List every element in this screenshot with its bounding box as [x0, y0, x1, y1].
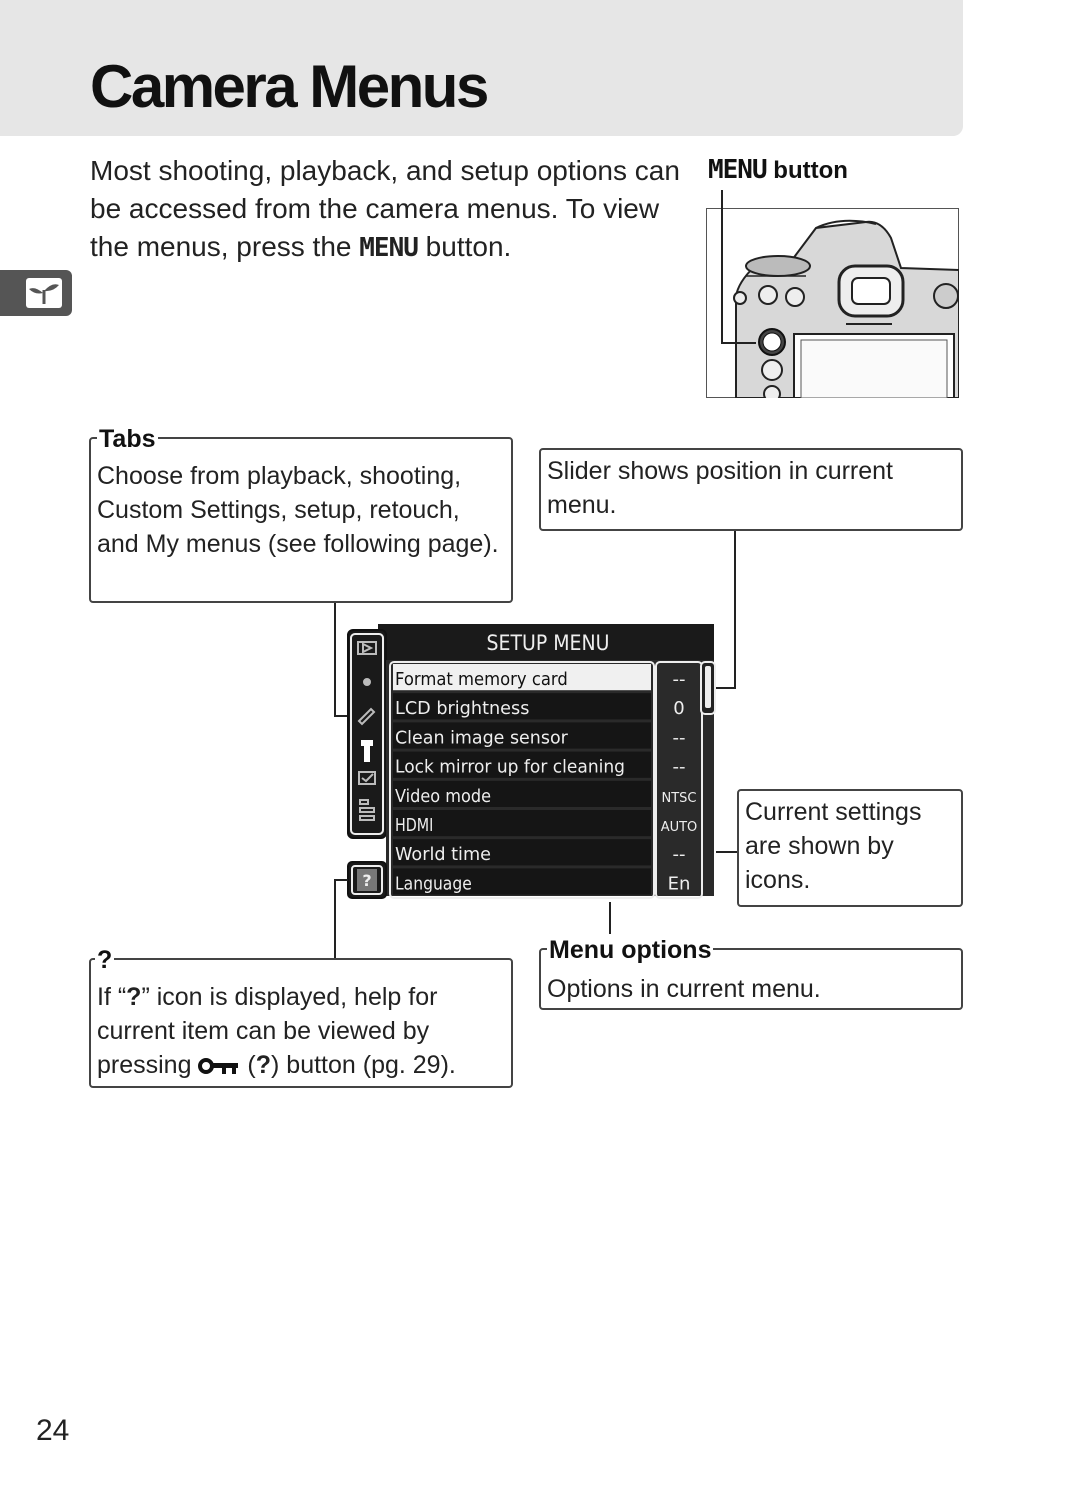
lcd-menu-item[interactable]: Format memory card --	[393, 664, 686, 691]
lcd-menu-item[interactable]: LCD brightness 0	[393, 693, 685, 720]
menu-options-callout: Menu options Options in current menu.	[539, 936, 963, 1010]
sprout-icon	[26, 278, 62, 308]
custom-settings-icon	[357, 707, 376, 726]
lcd-item-label: Language	[395, 873, 472, 894]
lcd-item-value: --	[673, 727, 686, 748]
lcd-item-label: Clean image sensor	[395, 727, 568, 748]
tabs-callout-heading: Tabs	[97, 425, 158, 453]
help-text-4: ) button (pg. 29).	[271, 1051, 456, 1079]
lcd-row-background	[393, 693, 651, 720]
page-title: Camera Menus	[90, 53, 489, 120]
lcd-menu-item[interactable]: Video mode NTSC	[393, 780, 697, 807]
menu-button-label-text: button	[766, 157, 848, 184]
lcd-item-label: LCD brightness	[395, 698, 529, 719]
lcd-help-icon: ?	[362, 871, 371, 890]
slider-callout-text: Slider shows position in current menu.	[547, 457, 893, 519]
retouch-icon	[358, 771, 376, 785]
lcd-menu-list: Format memory card -- LCD brightness 0Clean…	[393, 664, 697, 895]
shooting-icon	[363, 678, 372, 686]
lcd-row-background	[393, 780, 651, 807]
help-callout: ? If “?” icon is displayed, help for cur…	[89, 946, 513, 1088]
lcd-item-value: 0	[673, 698, 684, 719]
help-glyph: ?	[126, 983, 142, 1011]
lcd-menu-item[interactable]: Lock mirror up for cleaning --	[393, 751, 686, 778]
playback-icon	[357, 641, 377, 655]
lcd-menu-item[interactable]: Language En	[393, 868, 691, 895]
help-text-2: ” icon is displayed, help for current it…	[97, 983, 438, 1079]
intro-text: Most shooting, playback, and setup optio…	[90, 155, 680, 262]
lcd-item-label: Video mode	[395, 786, 491, 807]
lcd-menu-item[interactable]: HDMI AUTO	[393, 810, 698, 837]
slider-callout: Slider shows position in current menu.	[539, 448, 963, 531]
menu-key-glyph: MENU	[359, 233, 419, 263]
lcd-row-background	[393, 839, 651, 866]
menu-options-heading: Menu options	[547, 936, 714, 964]
lcd-tabs	[357, 641, 377, 821]
lcd-item-value: --	[673, 844, 686, 865]
camera-back-illustration	[706, 208, 959, 398]
lcd-item-label: World time	[395, 844, 491, 865]
help-text-1: If “	[97, 983, 127, 1011]
lcd-row-background	[393, 810, 651, 837]
page-number: 24	[36, 1414, 70, 1447]
lcd-item-value: NTSC	[662, 791, 697, 806]
lcd-title: SETUP MENU	[487, 631, 610, 655]
tabs-callout-text: Choose from playback, shooting, Custom S…	[97, 462, 499, 558]
lcd-menu-item[interactable]: Clean image sensor --	[393, 722, 686, 749]
setup-menu-screen: SETUP MENU ? Format memory card -- LCD bri…	[346, 622, 716, 902]
protect-key-icon	[198, 1051, 240, 1079]
help-callout-heading: ?	[95, 946, 115, 974]
intro-text-end: button.	[417, 231, 512, 262]
lcd-row-background	[393, 722, 651, 749]
help-text-3: (	[240, 1051, 256, 1079]
lcd-row-background	[393, 664, 651, 691]
current-settings-text: Current settings are shown by icons.	[745, 798, 922, 894]
setup-icon	[361, 740, 373, 762]
lcd-item-value: --	[673, 757, 686, 778]
lcd-menu-item[interactable]: World time --	[393, 839, 686, 866]
lcd-item-label: HDMI	[395, 815, 433, 836]
lcd-item-value: --	[673, 669, 686, 690]
intro-paragraph: Most shooting, playback, and setup optio…	[90, 152, 690, 267]
lcd-item-label: Lock mirror up for cleaning	[395, 757, 625, 778]
title-band	[0, 0, 963, 136]
lcd-row-background	[393, 868, 651, 895]
help-callout-text: If “?” icon is displayed, help for curre…	[97, 980, 505, 1082]
menu-key-glyph: MENU	[708, 155, 768, 185]
tabs-callout: Tabs Choose from playback, shooting, Cus…	[89, 425, 513, 603]
lcd-item-label: Format memory card	[395, 669, 568, 690]
lcd-item-value: AUTO	[661, 820, 698, 835]
menu-options-text: Options in current menu.	[547, 975, 821, 1003]
current-settings-callout: Current settings are shown by icons.	[737, 789, 963, 907]
section-tab	[0, 270, 72, 316]
lcd-row-background	[393, 751, 651, 778]
my-menu-icon	[359, 799, 375, 821]
lcd-item-value: En	[668, 873, 691, 894]
help-glyph-2: ?	[255, 1051, 272, 1079]
menu-button-label: MENU button	[708, 155, 848, 185]
